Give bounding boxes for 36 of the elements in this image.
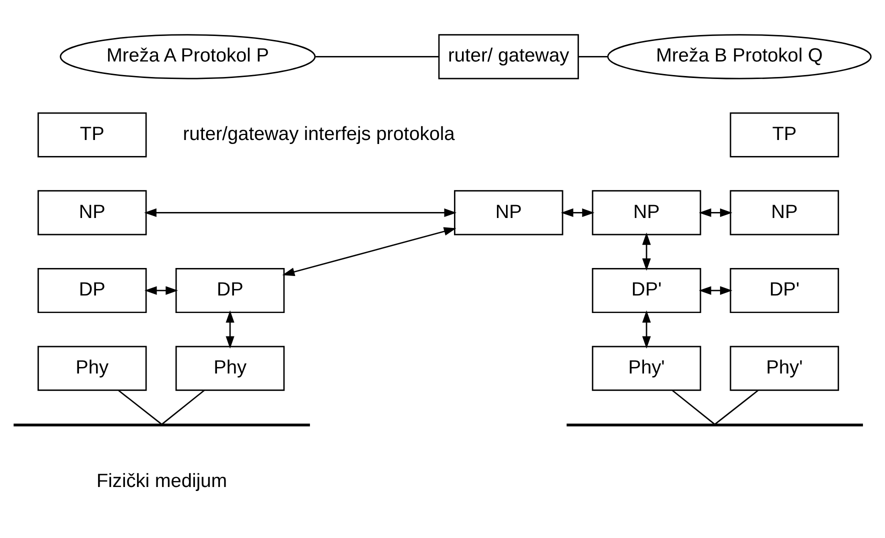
node-box: NP — [454, 190, 564, 236]
node-box: NP — [592, 190, 702, 236]
node-box: DP — [38, 268, 147, 314]
connector — [161, 390, 205, 425]
connector — [578, 56, 608, 58]
node-box: Phy — [175, 346, 285, 391]
node-box: Phy — [38, 346, 147, 391]
connector — [118, 390, 162, 425]
node-box: NP — [38, 190, 147, 236]
node-bar — [14, 424, 310, 426]
connector — [714, 390, 759, 425]
arrow — [226, 310, 234, 349]
node-box: TP — [730, 112, 840, 158]
node-box: Phy' — [730, 346, 840, 391]
arrow — [144, 208, 457, 217]
arrow — [282, 227, 456, 276]
node-box: DP' — [730, 268, 840, 314]
label: ruter/gateway interfejs protokola — [182, 124, 455, 145]
arrow — [698, 286, 732, 295]
connector — [316, 56, 439, 58]
node-box: Phy' — [592, 346, 702, 391]
node-box: DP — [175, 268, 285, 314]
node-bar — [566, 424, 863, 426]
arrow — [642, 232, 651, 271]
arrow — [642, 310, 651, 349]
node-box: ruter/ gateway — [438, 34, 579, 80]
label: Fizički medijum — [96, 470, 228, 492]
node-ellipse: Mreža B Protokol Q — [607, 34, 872, 80]
arrow — [698, 208, 732, 217]
arrow — [560, 208, 594, 217]
node-ellipse: Mreža A Protokol P — [60, 34, 316, 80]
node-box: DP' — [592, 268, 702, 314]
arrow — [144, 286, 178, 295]
node-box: NP — [730, 190, 840, 236]
connector — [672, 390, 716, 425]
node-box: TP — [38, 112, 147, 158]
